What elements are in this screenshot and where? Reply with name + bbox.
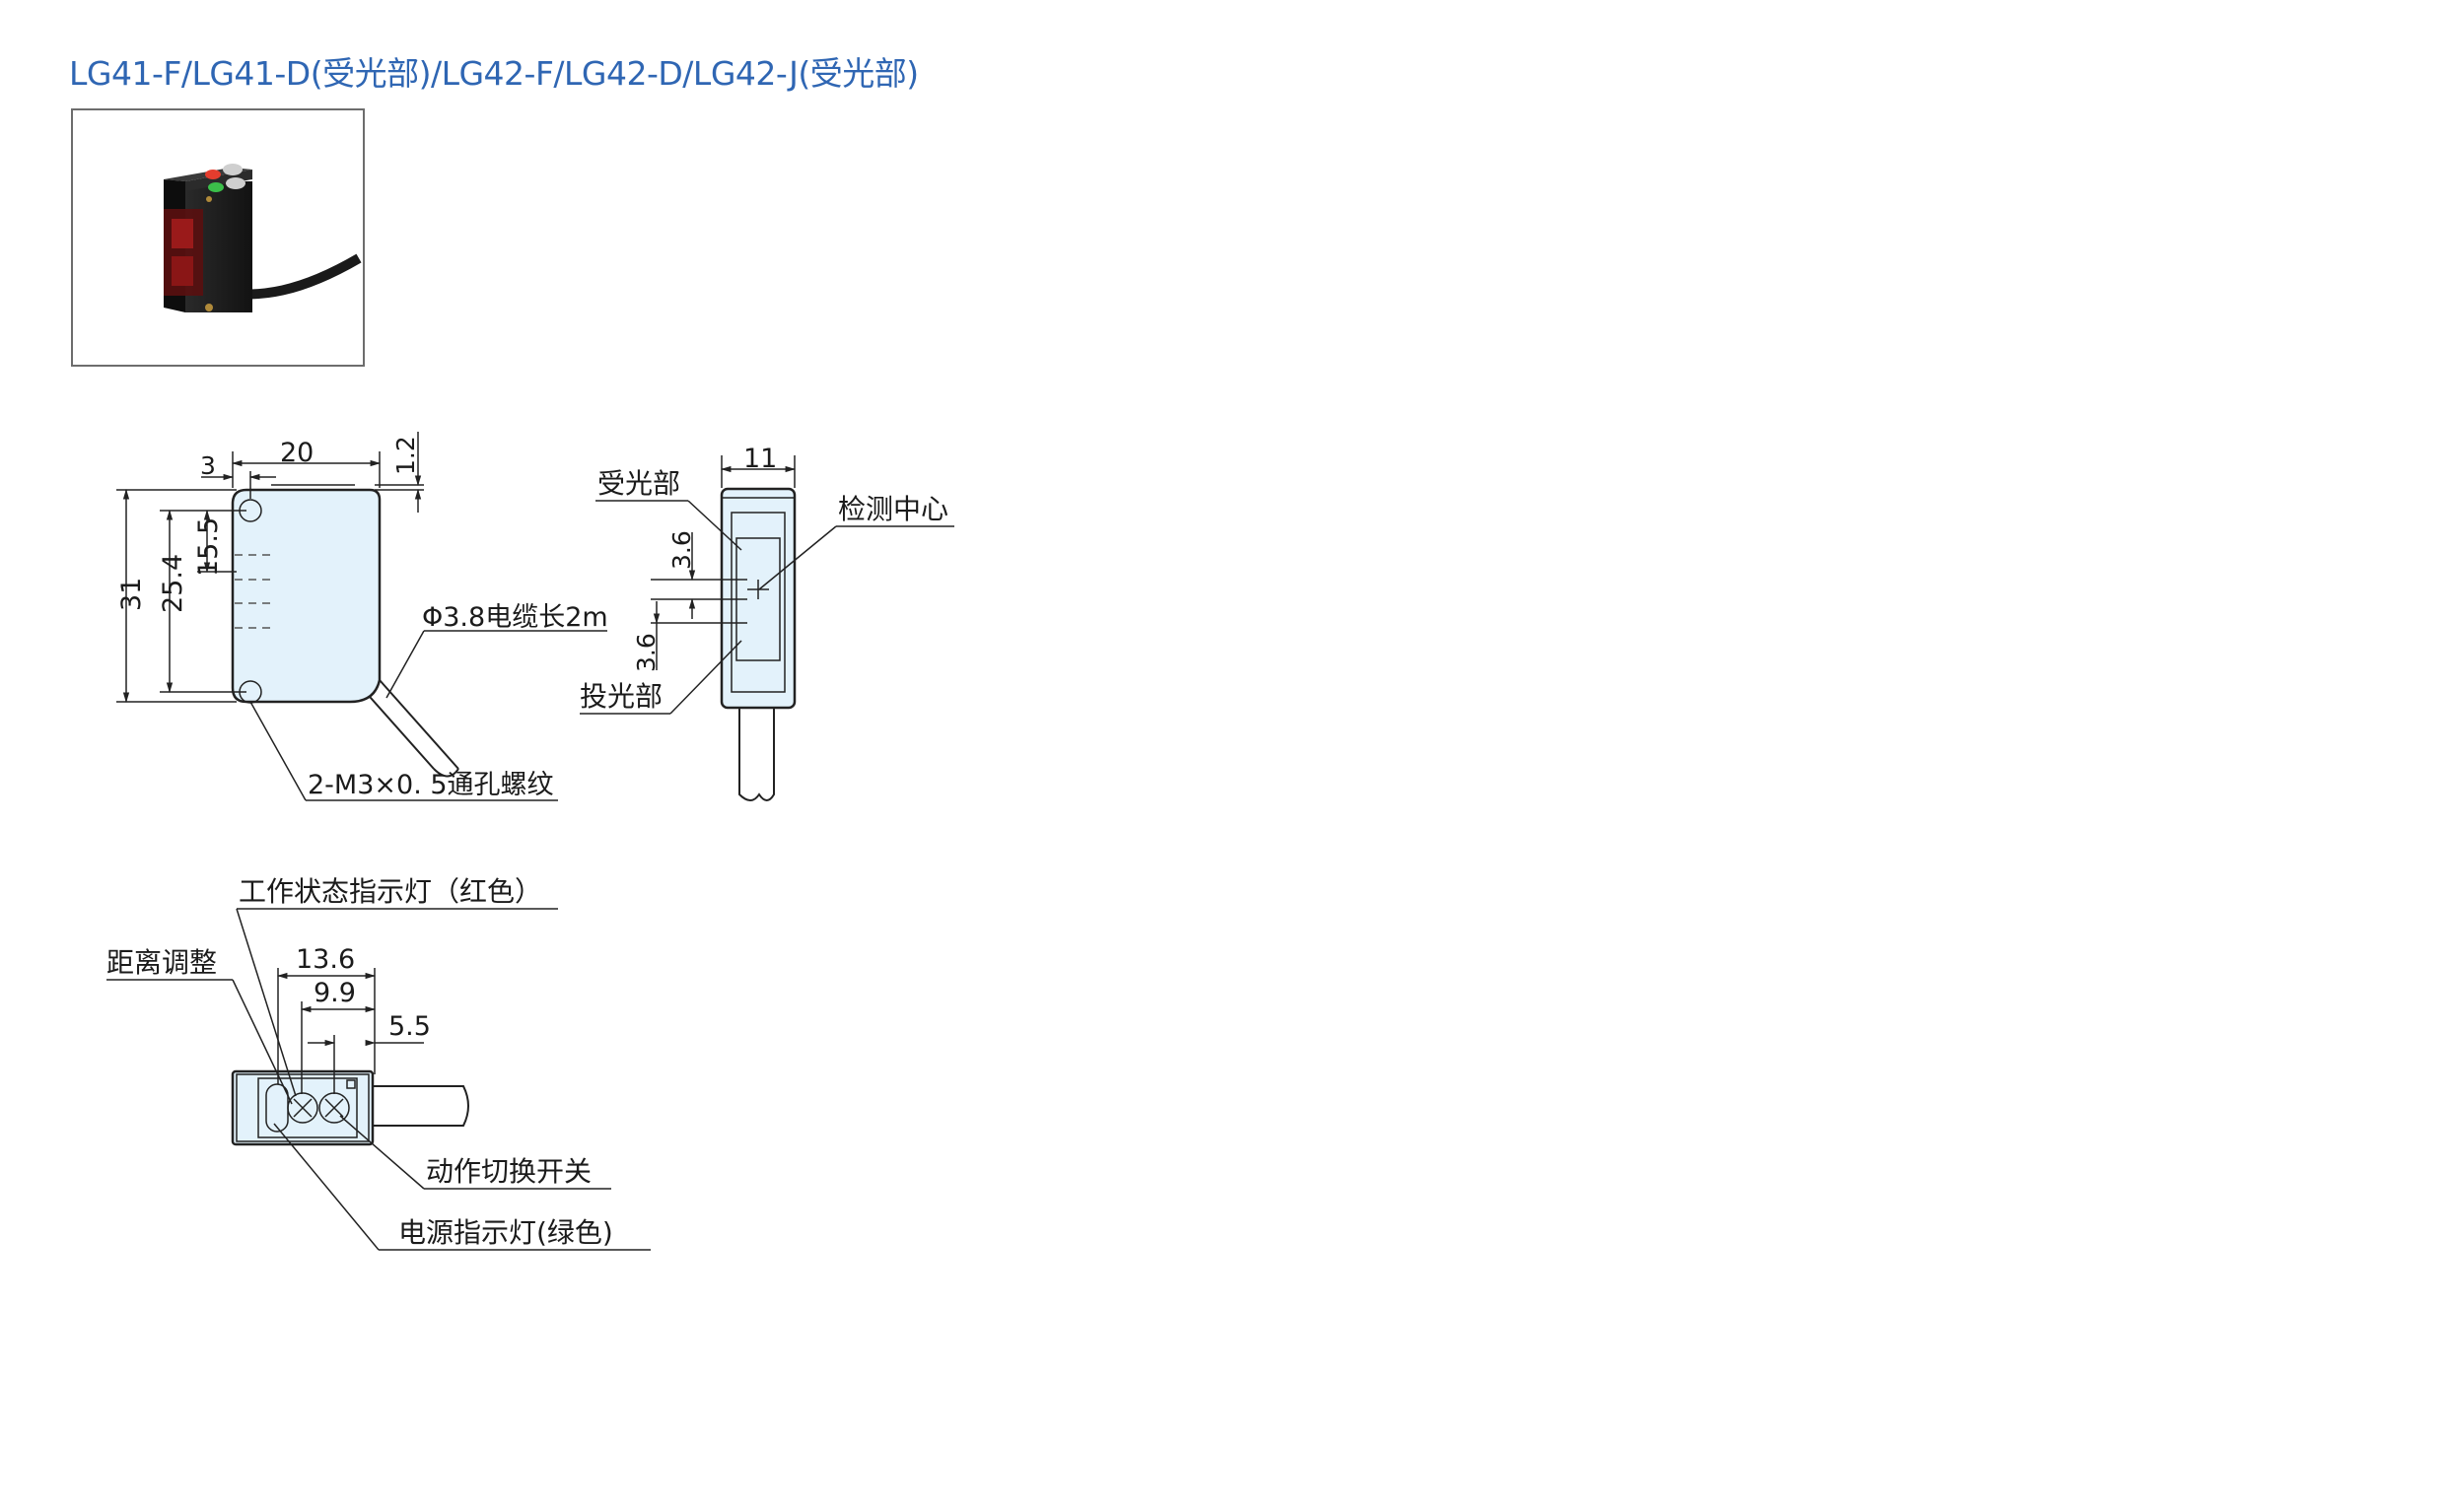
thread-label: 2-M3×0. 5通孔螺纹: [308, 770, 554, 800]
label-emitter: 投光部: [580, 680, 663, 713]
label-receiver: 受光部: [597, 467, 680, 500]
side-dim-b: 3.6: [632, 633, 661, 672]
page-title: LG41-F/LG41-D(受光部)/LG42-F/LG42-D/LG42-J(…: [69, 54, 919, 93]
dim-top: 1.2: [391, 436, 420, 475]
top-view: 13.6 9.9 5.5 工作状态指示灯（红色） 距离调整 动作切换开关 电源指…: [106, 875, 651, 1251]
dim-hole-pitch: 25.4: [158, 554, 188, 613]
label-power: 电源指示灯(绿色): [398, 1216, 613, 1249]
top-dim-1: 13.6: [296, 944, 355, 975]
side-dim-width: 11: [743, 444, 777, 474]
dim-offset: 3: [200, 451, 216, 480]
label-distance: 距离调整: [106, 946, 217, 979]
product-photo: [71, 108, 365, 367]
dim-width: 20: [280, 438, 314, 468]
dim-upper: 15.5: [193, 517, 224, 577]
label-center: 检测中心: [838, 493, 948, 525]
top-dim-3: 5.5: [388, 1011, 431, 1042]
cable-label: Φ3.8电缆长2m: [422, 602, 608, 633]
label-status: 工作状态指示灯（红色）: [239, 875, 542, 908]
dim-height: 31: [116, 578, 147, 611]
side-view: 11 3.6 3.6 受光部 检测中心 投光部: [580, 444, 954, 801]
photoelectric-sensor-photo: [164, 164, 362, 312]
top-dim-2: 9.9: [314, 978, 356, 1008]
label-switch: 动作切换开关: [426, 1155, 592, 1188]
front-view: 3 20 1.2 31 25.4 15.5 Φ3.8电缆长2m 2-M3×0. …: [116, 432, 608, 801]
side-dim-a: 3.6: [667, 530, 696, 570]
